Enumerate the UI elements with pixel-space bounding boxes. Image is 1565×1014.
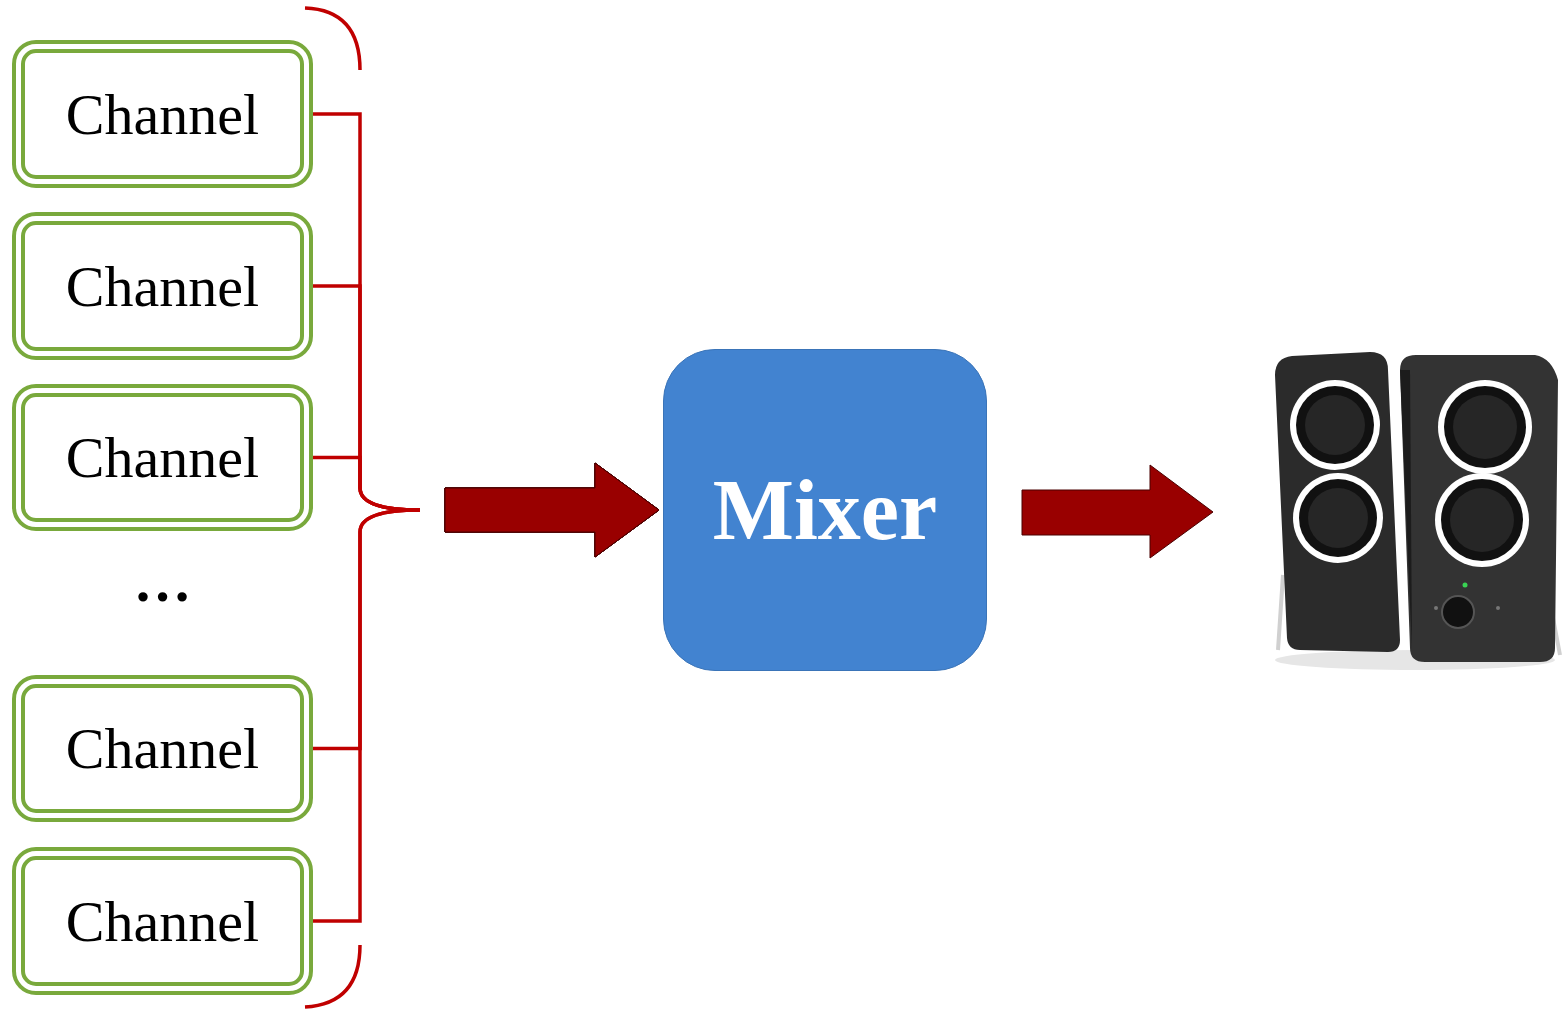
ellipsis-label: … bbox=[12, 548, 313, 615]
channel-label: Channel bbox=[66, 424, 259, 491]
output-arrow bbox=[1022, 465, 1213, 558]
merge-connector bbox=[313, 114, 659, 557]
channel-box: Channel bbox=[12, 212, 313, 360]
merge-connector bbox=[313, 286, 659, 557]
mixer-label: Mixer bbox=[713, 460, 937, 560]
brace-top bbox=[305, 8, 360, 70]
merge-connector bbox=[313, 463, 659, 749]
brace-bottom bbox=[305, 945, 360, 1007]
channel-box: Channel bbox=[12, 675, 313, 822]
mixer-box: Mixer bbox=[663, 349, 987, 671]
channel-label: Channel bbox=[66, 715, 259, 782]
merge-connector bbox=[313, 458, 659, 558]
channel-box: Channel bbox=[12, 847, 313, 995]
merge-connector bbox=[313, 463, 659, 921]
channel-box: Channel bbox=[12, 40, 313, 188]
channel-label: Channel bbox=[66, 888, 259, 955]
channel-box: Channel bbox=[12, 384, 313, 531]
speakers-illustration bbox=[1275, 352, 1560, 670]
channel-label: Channel bbox=[66, 81, 259, 148]
channel-label: Channel bbox=[66, 253, 259, 320]
